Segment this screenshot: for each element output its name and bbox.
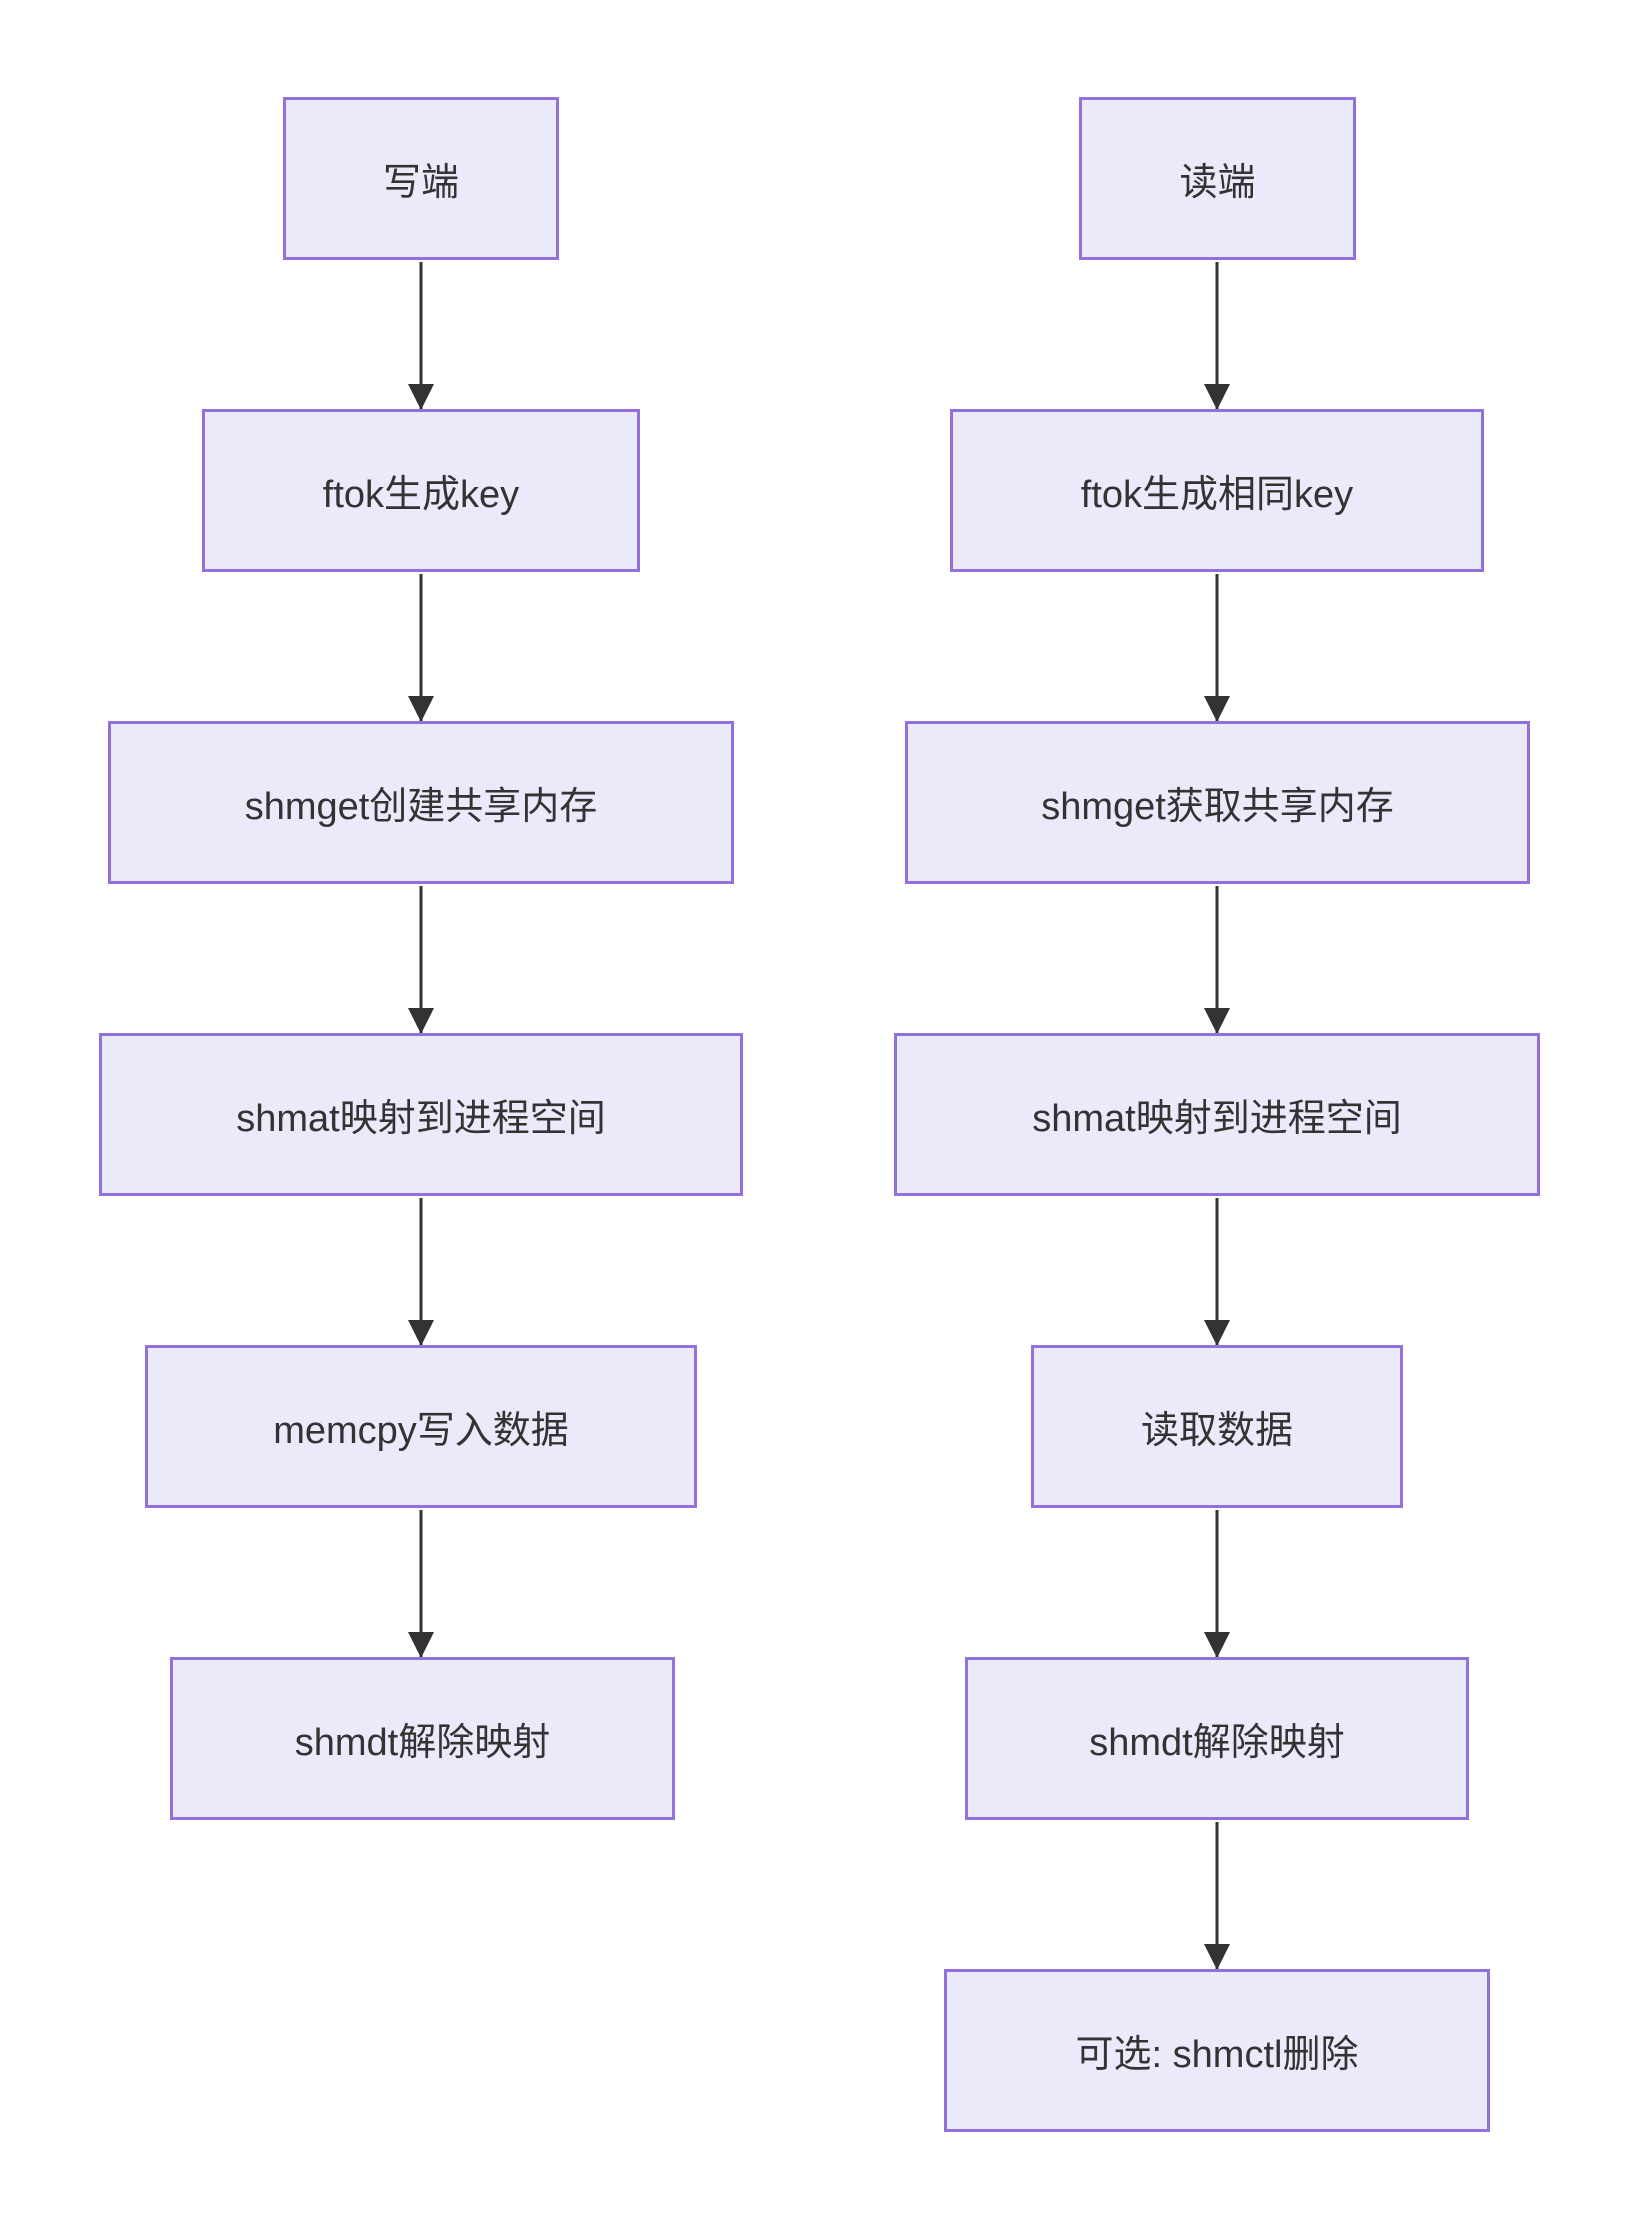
node-label-writer-memcpy: memcpy写入数据 — [273, 1410, 569, 1452]
node-label-reader-start: 读端 — [1179, 162, 1256, 204]
node-label-writer-shmdt: shmdt解除映射 — [294, 1722, 551, 1764]
flow-node-reader-shmctl: 可选: shmctl删除 — [944, 1969, 1490, 2132]
flow-node-reader-ftok: ftok生成相同key — [950, 409, 1484, 572]
node-label-writer-shmget: shmget创建共享内存 — [244, 786, 598, 828]
node-label-writer-shmat: shmat映射到进程空间 — [236, 1098, 606, 1140]
node-label-reader-ftok: ftok生成相同key — [1080, 474, 1354, 516]
node-label-reader-shmctl: 可选: shmctl删除 — [1075, 2034, 1359, 2076]
flow-node-writer-start: 写端 — [283, 97, 559, 260]
node-label-reader-shmdt: shmdt解除映射 — [1089, 1722, 1345, 1764]
node-label-writer-ftok: ftok生成key — [322, 474, 520, 516]
node-label-reader-shmat: shmat映射到进程空间 — [1032, 1098, 1402, 1140]
flow-node-writer-shmat: shmat映射到进程空间 — [99, 1033, 743, 1196]
node-label-reader-shmget: shmget获取共享内存 — [1041, 786, 1394, 828]
flow-node-reader-shmdt: shmdt解除映射 — [965, 1657, 1469, 1820]
flow-node-reader-shmget: shmget获取共享内存 — [905, 721, 1530, 884]
flow-node-reader-shmat: shmat映射到进程空间 — [894, 1033, 1540, 1196]
flow-node-writer-memcpy: memcpy写入数据 — [145, 1345, 697, 1508]
flow-node-writer-ftok: ftok生成key — [202, 409, 640, 572]
flow-node-writer-shmdt: shmdt解除映射 — [170, 1657, 675, 1820]
node-label-reader-read: 读取数据 — [1140, 1410, 1293, 1452]
flow-node-reader-start: 读端 — [1079, 97, 1356, 260]
flow-node-writer-shmget: shmget创建共享内存 — [108, 721, 734, 884]
flow-node-reader-read: 读取数据 — [1031, 1345, 1403, 1508]
node-label-writer-start: 写端 — [382, 162, 459, 204]
